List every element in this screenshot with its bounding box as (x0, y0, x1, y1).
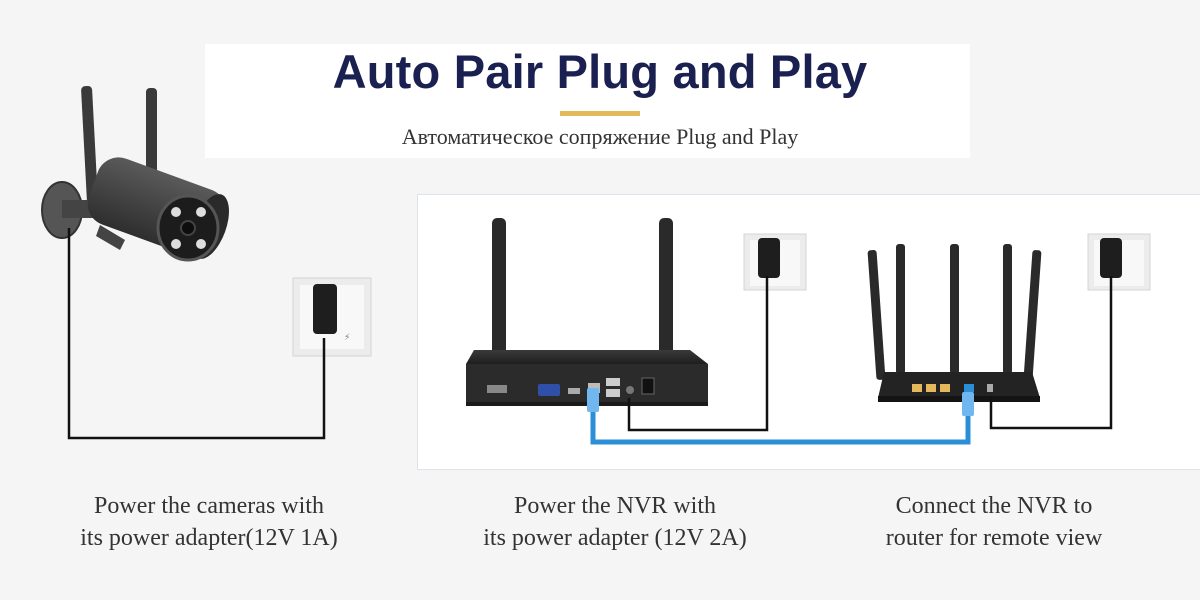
title-panel (205, 44, 970, 158)
caption-router-line2: router for remote view (885, 525, 1103, 551)
camera-power-cable (67, 228, 326, 440)
caption-nvr-line2: its power adapter (12V 2A) (483, 525, 747, 551)
caption-router-line1: Connect the NVR to (895, 493, 1093, 519)
caption-camera: Power the cameras with its power adapter… (39, 490, 379, 554)
page-title: Auto Pair Plug and Play (332, 45, 868, 98)
title-underline (560, 111, 640, 116)
power-adapter-icon (1087, 233, 1151, 291)
nvr-router-panel (417, 194, 1200, 470)
power-adapter-icon (743, 233, 807, 291)
caption-camera-line2: its power adapter(12V 1A) (80, 525, 338, 551)
page-subtitle: Автоматическое сопряжение Plug and Play (401, 124, 799, 149)
svg-text:⚡: ⚡ (344, 333, 350, 343)
wifi-camera-icon (41, 85, 229, 262)
caption-nvr-line1: Power the NVR with (514, 493, 716, 519)
nvr-recorder-icon (466, 218, 708, 406)
caption-camera-line1: Power the cameras with (94, 493, 324, 519)
ethernet-cable-icon (587, 388, 974, 445)
power-adapter-icon: ⚡ (292, 277, 372, 357)
wifi-router-icon (867, 244, 1042, 402)
nvr-power-cable (627, 276, 769, 432)
caption-router: Connect the NVR to router for remote vie… (824, 490, 1164, 554)
caption-nvr: Power the NVR with its power adapter (12… (445, 490, 785, 554)
router-power-cable (989, 276, 1113, 430)
